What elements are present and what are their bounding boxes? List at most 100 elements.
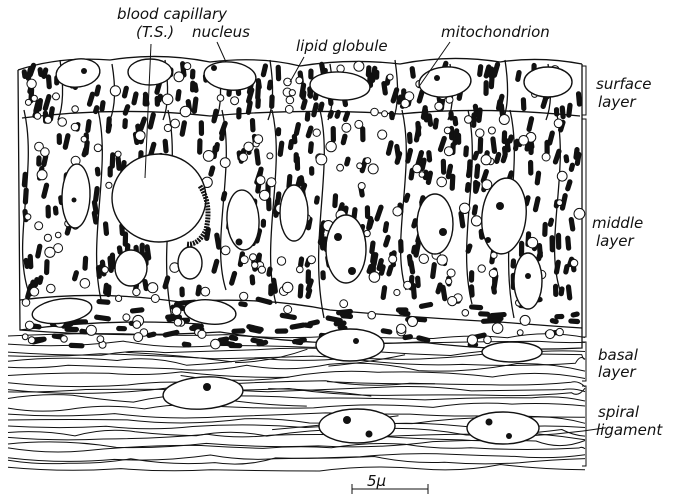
lipid-globule	[465, 116, 473, 124]
mitochondrion	[564, 179, 573, 192]
lipid-globule	[116, 295, 122, 301]
lipid-globule	[368, 164, 378, 174]
mitochondrion	[123, 231, 129, 247]
mitochondrion	[62, 133, 71, 151]
lipid-globule	[481, 155, 491, 165]
mitochondrion	[44, 259, 50, 275]
nucleus-envelope	[482, 342, 542, 362]
lipid-globule	[444, 127, 451, 134]
label-basal-layer: layer	[598, 364, 636, 381]
mitochondrion	[115, 156, 122, 171]
nucleus	[319, 409, 395, 443]
lipid-globule	[252, 262, 258, 268]
lipid-globule	[476, 129, 484, 137]
scale-bar	[352, 484, 428, 494]
nucleus-envelope	[225, 189, 260, 251]
nucleolus	[343, 416, 351, 424]
mitochondrion	[121, 85, 129, 99]
mitochondrion	[211, 258, 220, 274]
mitochondrion	[298, 283, 304, 298]
mitochondrion	[365, 205, 371, 219]
nucleus	[115, 250, 147, 286]
lipid-globule	[201, 287, 210, 296]
lipid-globule	[172, 307, 181, 316]
lipid-globule	[34, 113, 41, 120]
lipid-globule	[44, 234, 51, 241]
lipid-globule	[86, 325, 96, 335]
nucleolus	[439, 228, 447, 236]
nucleus-envelope	[418, 65, 472, 99]
mitochondrion	[82, 256, 88, 271]
mitochondrion	[360, 126, 366, 142]
ligament-fibre	[8, 465, 585, 472]
lipid-globule	[389, 255, 397, 263]
lipid-globule	[25, 321, 33, 329]
nucleolus	[496, 202, 504, 210]
lipid-globule	[231, 97, 239, 105]
mitochondrion	[441, 159, 447, 175]
mitochondrion	[41, 182, 50, 199]
scale-label: 5μ	[367, 473, 386, 490]
mitochondrion	[320, 270, 326, 280]
lipid-globule	[37, 170, 47, 180]
lipid-globule	[316, 154, 327, 165]
mitochondrion	[93, 186, 100, 203]
mitochondrion	[547, 130, 556, 146]
mitochondrion	[116, 326, 127, 332]
mitochondrion	[162, 275, 171, 290]
lipid-globule	[313, 129, 320, 136]
mitochondrion	[382, 221, 389, 234]
mitochondrion	[249, 274, 255, 285]
nucleus-envelope	[514, 253, 542, 309]
lipid-globule	[570, 259, 577, 266]
lipid-globule	[31, 95, 37, 101]
mitochondrion	[340, 133, 348, 146]
blood-capillary	[112, 154, 208, 244]
nucleus-envelope	[162, 374, 244, 412]
mitochondrion	[526, 116, 535, 133]
mitochondrion	[130, 307, 145, 314]
mitochondrion	[471, 204, 478, 216]
mitochondrion	[380, 285, 387, 301]
mitochondrion	[103, 221, 110, 236]
lipid-globule	[368, 311, 376, 319]
lipid-globule	[53, 93, 60, 100]
mitochondrion	[327, 109, 335, 119]
nucleus-envelope	[115, 250, 147, 286]
lipid-globule	[413, 164, 422, 173]
lipid-globule	[254, 135, 263, 144]
nucleolus	[348, 267, 356, 275]
mitochondrion	[374, 204, 385, 222]
mitochondrion	[547, 217, 554, 227]
nucleus-envelope	[203, 59, 258, 92]
lipid-globule	[357, 163, 363, 169]
mitochondrion	[477, 137, 483, 154]
lipid-globule	[557, 171, 567, 181]
ligament-fibre	[8, 371, 585, 378]
mitochondrion	[131, 91, 139, 106]
lipid-globule	[250, 254, 257, 261]
cell-membrane	[319, 110, 325, 318]
mitochondrion	[37, 67, 44, 78]
lipid-globule	[44, 116, 51, 123]
lipid-globule	[283, 282, 293, 292]
lipid-globule	[394, 289, 400, 295]
mitochondrion	[228, 270, 237, 286]
lipid-globule	[256, 176, 265, 185]
mitochondrion	[469, 270, 475, 283]
lipid-globule	[115, 151, 121, 157]
lipid-globule	[285, 105, 293, 113]
mitochondrion	[559, 105, 565, 119]
nucleolus	[434, 75, 440, 81]
lipid-globule	[446, 278, 452, 284]
mitochondrion	[542, 222, 548, 237]
lipid-globule	[557, 200, 563, 206]
mitochondrion	[452, 115, 459, 126]
lipid-globule	[401, 99, 409, 107]
nucleus	[482, 342, 542, 362]
label-nucleus: nucleus	[192, 24, 250, 41]
mitochondrion	[64, 327, 79, 332]
lipid-globule	[174, 72, 184, 82]
mitochondrion	[220, 190, 227, 202]
lipid-globule	[260, 190, 270, 200]
